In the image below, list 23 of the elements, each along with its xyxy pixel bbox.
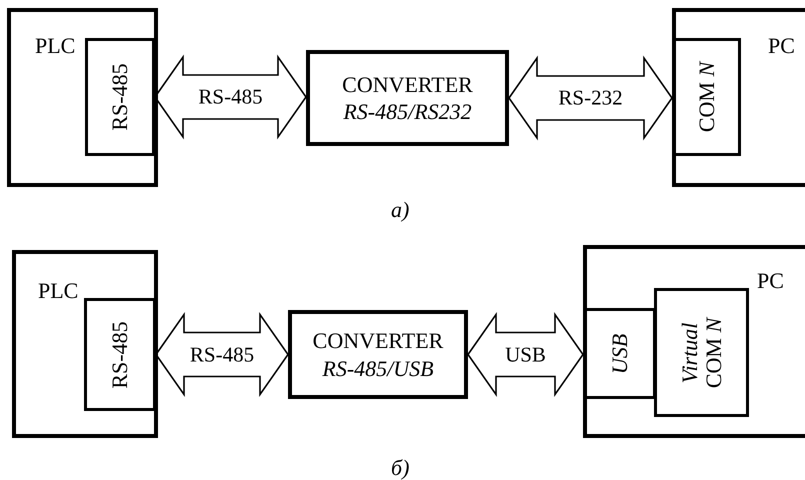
device-box bbox=[583, 245, 805, 438]
node-label: PLC bbox=[38, 279, 78, 304]
node-label: PLC bbox=[35, 34, 76, 58]
converter-box bbox=[306, 50, 509, 146]
device-box bbox=[12, 250, 158, 438]
converter-box bbox=[288, 310, 468, 399]
port-box bbox=[85, 38, 155, 156]
node-label: PC bbox=[768, 34, 795, 58]
node-label: CONVERTER bbox=[312, 327, 444, 354]
device-box bbox=[672, 8, 805, 187]
figure-caption: б) bbox=[391, 455, 410, 480]
port-box bbox=[654, 288, 749, 417]
node-label: RS-485/USB bbox=[322, 354, 434, 382]
device-box bbox=[7, 8, 158, 187]
node-label: RS-485 bbox=[108, 63, 132, 131]
figure-caption: a) bbox=[391, 197, 410, 223]
port-box bbox=[84, 298, 156, 411]
node-label: USB bbox=[607, 333, 632, 374]
node-label: PC bbox=[757, 269, 784, 294]
node-label: COM N bbox=[694, 62, 719, 132]
node-label: RS-485/RS232 bbox=[343, 98, 472, 126]
node-label: RS-485 bbox=[108, 320, 132, 388]
node-label: CONVERTER bbox=[342, 70, 473, 98]
